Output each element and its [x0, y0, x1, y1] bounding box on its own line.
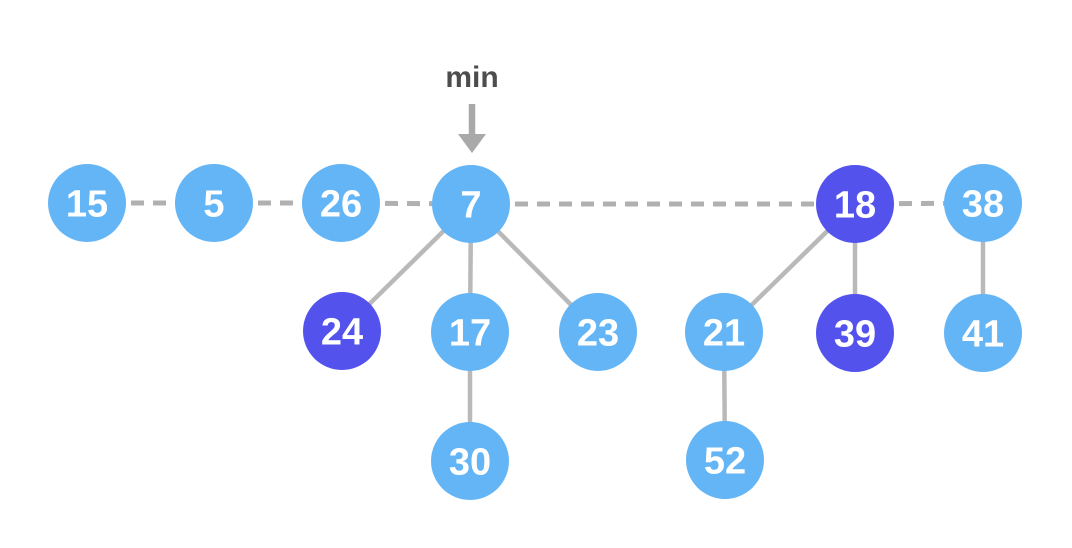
- heap-node-41: 41: [944, 294, 1022, 372]
- node-value: 52: [704, 441, 746, 483]
- heap-node-52: 52: [686, 421, 764, 499]
- node-circle: [431, 422, 509, 500]
- node-circle: [175, 164, 253, 242]
- heap-node-21: 21: [685, 293, 763, 371]
- node-circle: [432, 165, 510, 243]
- min-arrow-head: [458, 134, 486, 153]
- node-value: 30: [449, 442, 491, 484]
- heap-node-17: 17: [431, 293, 509, 371]
- heap-node-24: 24: [303, 292, 381, 370]
- heap-node-7: 7: [432, 165, 510, 243]
- heap-node-23: 23: [559, 293, 637, 371]
- heap-node-18: 18: [816, 165, 894, 243]
- node-circle: [431, 293, 509, 371]
- node-value: 7: [460, 185, 481, 227]
- min-pointer-label: min: [445, 61, 498, 94]
- node-value: 21: [703, 313, 745, 355]
- node-value: 23: [577, 313, 619, 355]
- heap-node-5: 5: [175, 164, 253, 242]
- node-value: 39: [834, 314, 876, 356]
- heap-node-38: 38: [944, 164, 1022, 242]
- node-value: 38: [962, 184, 1004, 226]
- node-circle: [685, 293, 763, 371]
- node-circle-marked: [816, 165, 894, 243]
- heap-node-15: 15: [48, 164, 126, 242]
- node-value: 18: [834, 185, 876, 227]
- node-value: 17: [449, 313, 491, 355]
- node-circle: [944, 294, 1022, 372]
- node-value: 5: [203, 184, 224, 226]
- node-circle: [302, 164, 380, 242]
- heap-node-39: 39: [816, 294, 894, 372]
- node-value: 24: [321, 312, 363, 354]
- node-circle-marked: [816, 294, 894, 372]
- node-circle: [48, 164, 126, 242]
- node-circle: [944, 164, 1022, 242]
- node-circle-marked: [303, 292, 381, 370]
- node-value: 26: [320, 184, 362, 226]
- node-value: 41: [962, 314, 1004, 356]
- heap-node-26: 26: [302, 164, 380, 242]
- node-circle: [686, 421, 764, 499]
- node-value: 15: [66, 184, 108, 226]
- node-circle: [559, 293, 637, 371]
- heap-node-30: 30: [431, 422, 509, 500]
